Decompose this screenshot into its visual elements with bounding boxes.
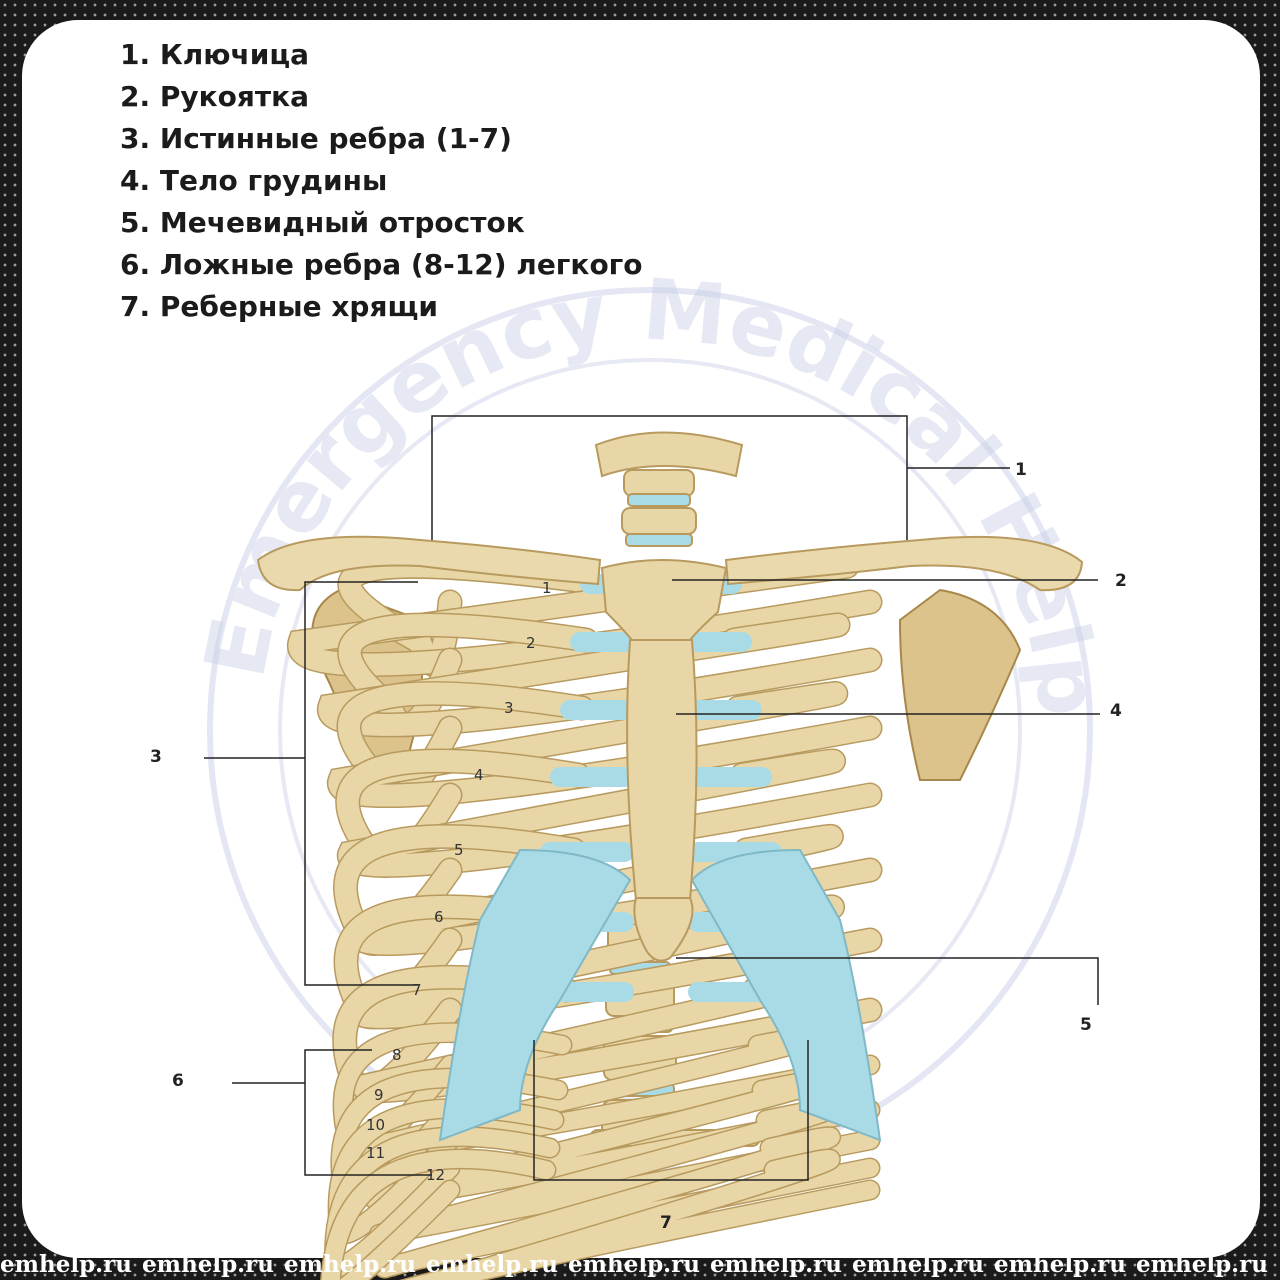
callout-4: 4 [1110, 701, 1122, 721]
rib-number-11: 11 [366, 1144, 385, 1162]
footer-site-text: emhelp.ru [284, 1251, 416, 1278]
rib-left [321, 1149, 555, 1280]
footer-site-text: emhelp.ru [142, 1251, 274, 1278]
callout-1: 1 [1015, 460, 1027, 480]
legend-item-6: 6. Ложные ребра (8-12) легкого [120, 248, 643, 281]
rib-number-1: 1 [542, 579, 552, 597]
rib-number-5: 5 [454, 841, 464, 859]
callout-7: 7 [660, 1213, 672, 1233]
legend-item-2: 2. Рукоятка [120, 80, 309, 113]
footer-watermark: emhelp.ru emhelp.ru emhelp.ru emhelp.ru emhe… [0, 1250, 1280, 1280]
legend-item-5: 5. Мечевидный отросток [120, 206, 525, 239]
footer-site-text: emhelp.ru [0, 1251, 132, 1278]
footer-site-text: emhelp.ru [568, 1251, 700, 1278]
rib-number-12: 12 [426, 1166, 445, 1184]
footer-site-text: emhelp.ru [710, 1251, 842, 1278]
footer-site-text: emhelp.ru [1136, 1251, 1268, 1278]
rib-number-2: 2 [526, 634, 536, 652]
footer-site-text: emhelp.ru [426, 1251, 558, 1278]
xiphoid-process [633, 897, 694, 962]
rib-right [375, 1127, 879, 1278]
legend-item-3: 3. Истинные ребра (1-7) [120, 122, 512, 155]
callout-2: 2 [1115, 571, 1127, 591]
legend-item-1: 1. Ключица [120, 38, 309, 71]
ribs [286, 553, 883, 1280]
rib-number-9: 9 [374, 1086, 384, 1104]
callout-labels: 1 2 3 4 5 6 7 [150, 460, 1127, 1233]
rib-right [404, 1149, 879, 1280]
rib-number-labels: 1 2 3 4 5 6 7 8 9 10 11 12 [366, 579, 552, 1184]
callout-3: 3 [150, 747, 162, 767]
rib-number-7: 7 [412, 981, 422, 999]
footer-site-text: emhelp.ru [852, 1251, 984, 1278]
callout-6: 6 [172, 1071, 184, 1091]
rib-number-10: 10 [366, 1116, 385, 1134]
lower-costal-cartilage-left [438, 848, 632, 1142]
clavicles [256, 535, 1084, 592]
legend-list: 1. Ключица 2. Рукоятка 3. Истинные ребра… [120, 34, 643, 328]
rib-number-6: 6 [434, 908, 444, 926]
sternum [600, 559, 728, 962]
rib-number-3: 3 [504, 699, 514, 717]
sternum-body [626, 639, 698, 901]
callout-5: 5 [1080, 1015, 1092, 1035]
legend-item-4: 4. Тело грудины [120, 164, 388, 197]
rib-number-4: 4 [474, 766, 484, 784]
footer-site-text: emhelp.ru [994, 1251, 1126, 1278]
legend-item-7: 7. Реберные хрящи [120, 290, 439, 323]
leader-lines [204, 415, 1100, 1181]
rib-number-8: 8 [392, 1046, 402, 1064]
lower-costal-cartilage-right [690, 848, 882, 1142]
